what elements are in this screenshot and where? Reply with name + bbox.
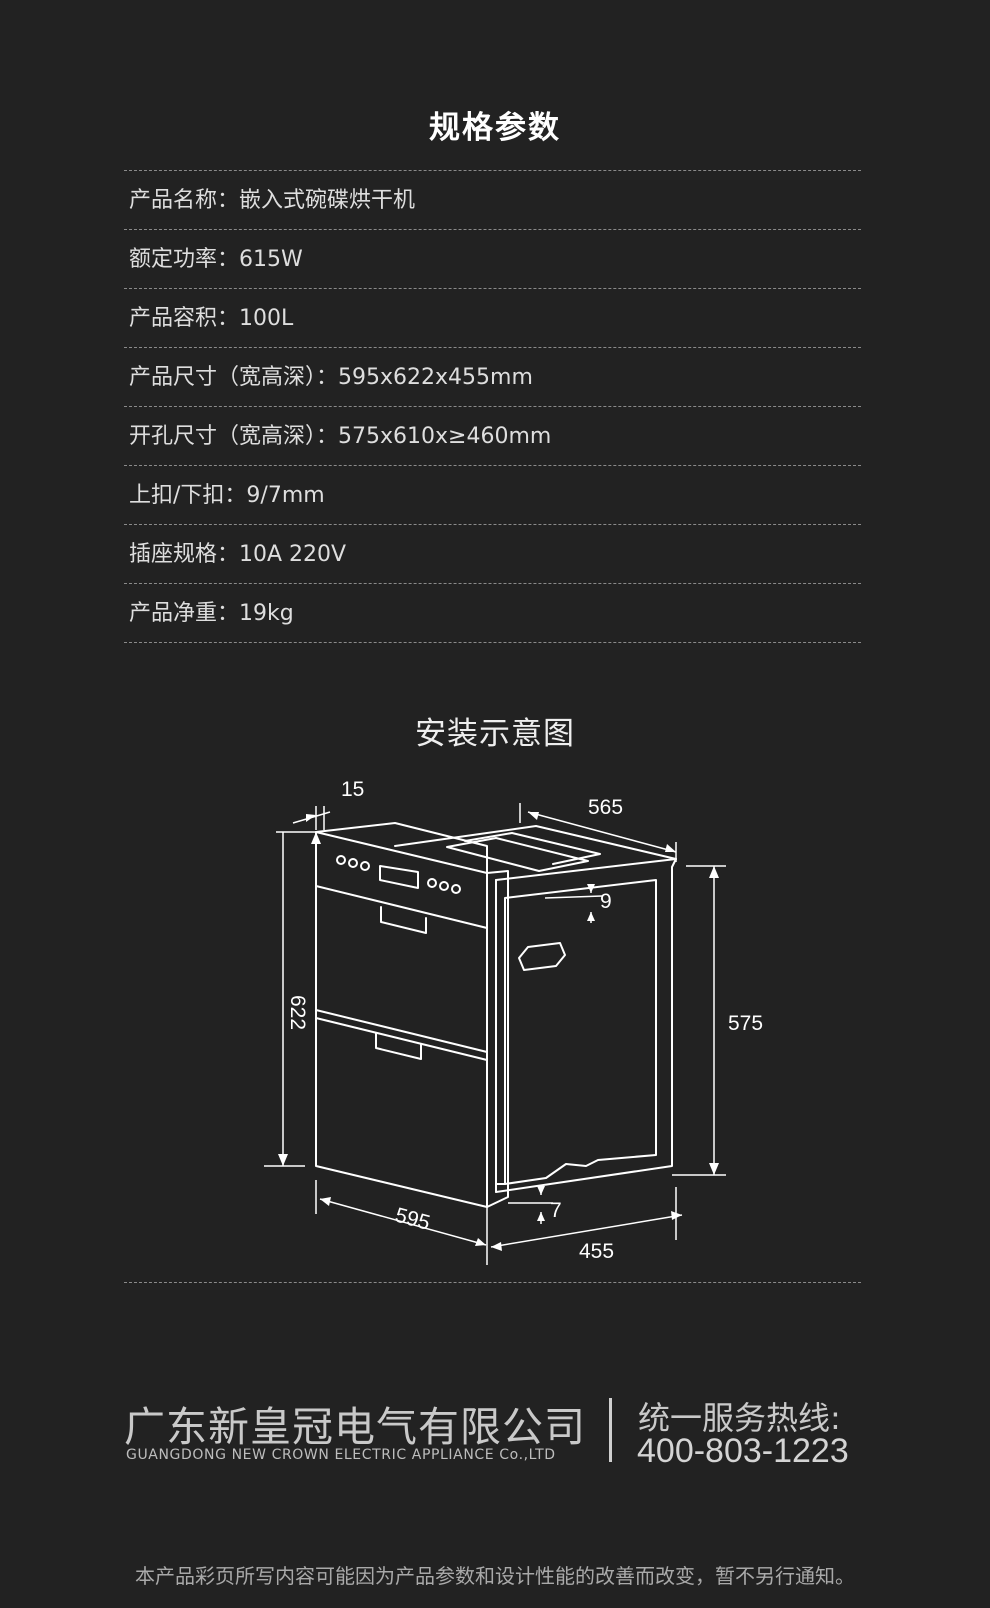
arrow-head: [311, 832, 321, 844]
dim-label-622: 622: [286, 995, 309, 1030]
page-title: 规格参数: [429, 110, 561, 146]
cabinet-inner-wall: [504, 879, 657, 1185]
arrow-head: [665, 844, 676, 852]
knob: [439, 881, 449, 891]
knob: [427, 878, 437, 888]
cabinet-floor-lip: [495, 1183, 506, 1193]
dim-line-7: [508, 1186, 553, 1224]
spec-row-power: 额定功率：615W: [124, 230, 861, 289]
dim-line-595: [315, 1180, 488, 1265]
dim-label-9: 9: [600, 890, 612, 913]
arrow-head: [491, 1242, 502, 1251]
spec-row-clearance: 上扣/下扣：9/7mm: [124, 466, 861, 525]
dim-label-595: 595: [393, 1204, 433, 1235]
arrow-head: [306, 814, 316, 822]
spec-value: 595x622x455mm: [338, 365, 533, 390]
arrow-head: [709, 1163, 719, 1175]
arrow-head: [528, 812, 539, 820]
company-name-en: GUANGDONG NEW CROWN ELECTRIC APPLIANCE C…: [126, 1447, 556, 1463]
spec-value: 100L: [239, 306, 294, 331]
spec-value: 嵌入式碗碟烘干机: [239, 188, 416, 213]
dim-line-622: [264, 831, 316, 1167]
lower-handle: [375, 1032, 422, 1060]
spec-value: 575x610x≥460mm: [338, 424, 552, 449]
spec-row-cutout: 开孔尺寸（宽高深）：575x610x≥460mm: [124, 407, 861, 466]
arrow-head: [537, 1186, 545, 1195]
dim-line-455: [490, 1187, 683, 1248]
spec-value: 19kg: [239, 601, 294, 626]
cabinet-top: [394, 825, 677, 881]
dim-line-575: [672, 865, 726, 1176]
company-name-cn: 广东新皇冠电气有限公司: [124, 1403, 586, 1451]
arrow-head: [320, 1197, 331, 1206]
knob: [348, 858, 358, 868]
cabinet-cutout-slot: [518, 942, 566, 971]
dim-label-7: 7: [550, 1199, 562, 1222]
spec-top-divider: [124, 170, 861, 171]
spec-label: 产品尺寸（宽高深）：: [129, 365, 339, 390]
spec-label: 产品净重：: [129, 601, 240, 626]
knob: [360, 861, 370, 871]
product-side: [486, 870, 509, 1208]
disclaimer-footnote: 本产品彩页所写内容可能因为产品参数和设计性能的改善而改变，暂不另行通知。: [135, 1564, 855, 1588]
spec-label: 上扣/下扣：: [129, 483, 247, 508]
cabinet-right-wall: [495, 858, 677, 1193]
knob: [451, 884, 461, 894]
upper-handle: [380, 906, 427, 934]
cabinet-vents: [446, 832, 601, 872]
install-diagram-title: 安装示意图: [415, 716, 575, 752]
spec-label: 额定功率：: [129, 247, 240, 272]
spec-row-volume: 产品容积：100L: [124, 289, 861, 348]
spec-row-size: 产品尺寸（宽高深）：595x622x455mm: [124, 348, 861, 407]
arrow-head: [587, 912, 595, 921]
spec-value: 9/7mm: [246, 483, 325, 508]
control-strip: [315, 885, 488, 929]
arrow-head: [537, 1212, 545, 1221]
dim-label-565: 565: [588, 796, 623, 819]
product-top: [315, 822, 488, 874]
arrow-head: [587, 884, 595, 893]
spec-row-weight: 产品净重：19kg: [124, 584, 861, 643]
spec-table: 产品名称：嵌入式碗碟烘干机 额定功率：615W 产品容积：100L 产品尺寸（宽…: [124, 170, 861, 643]
drawer-divider: [315, 1009, 488, 1061]
dim-label-575: 575: [728, 1012, 763, 1035]
vertical-divider: [609, 1398, 612, 1462]
arrow-head: [475, 1238, 486, 1246]
arrow-head: [671, 1211, 682, 1220]
dim-label-15: 15: [341, 778, 364, 801]
display-window-shape: [379, 865, 419, 889]
spec-value: 10A 220V: [239, 542, 347, 567]
spec-label: 插座规格：: [129, 542, 240, 567]
spec-value: 615W: [239, 247, 303, 272]
spec-label: 开孔尺寸（宽高深）：: [129, 424, 339, 449]
hotline-number: 400-803-1223: [637, 1432, 849, 1470]
arrow-head: [709, 866, 719, 878]
section-divider: [124, 1282, 861, 1283]
arrow-head: [278, 1154, 288, 1166]
spec-label: 产品容积：: [129, 306, 240, 331]
hotline-label: 统一服务热线:: [638, 1399, 841, 1437]
product-front-panel: [315, 831, 488, 1208]
spec-label: 产品名称：: [129, 188, 240, 213]
spec-row-socket: 插座规格：10A 220V: [124, 525, 861, 584]
dim-label-455: 455: [579, 1240, 614, 1263]
install-diagram: 15 565 9 575 622 7 595 455: [264, 778, 763, 1265]
knob: [336, 855, 346, 865]
spec-row-name: 产品名称：嵌入式碗碟烘干机: [124, 171, 861, 230]
